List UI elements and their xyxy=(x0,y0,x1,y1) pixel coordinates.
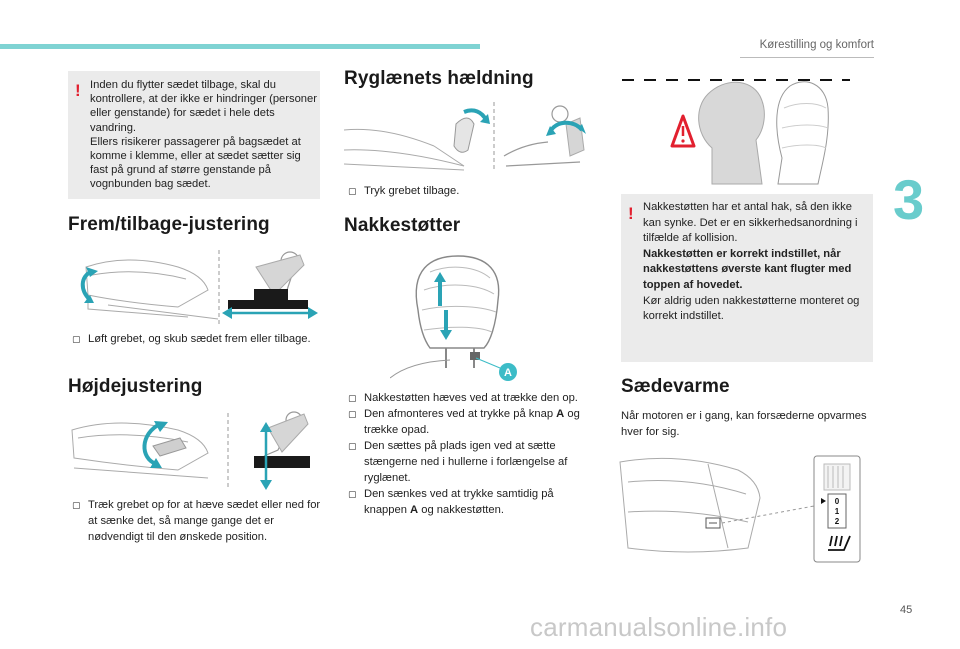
switch-label-1: 1 xyxy=(835,507,840,516)
nakke-bullet-3: ▢Den sættes på plads igen ved at sætte s… xyxy=(348,440,568,484)
headrest-warning-line-2: Nakkestøtten er korrekt indstillet, når … xyxy=(643,247,852,291)
headrest-warning-line-3: Kør aldrig uden nakkestøtterne monteret … xyxy=(643,294,860,323)
head-position-illustration xyxy=(622,68,872,186)
nakke-bullet-1: ▢Nakkestøtten hæves ved at trække den op… xyxy=(348,392,578,404)
bullet-icon: ▢ xyxy=(72,500,81,510)
switch-label-0: 0 xyxy=(835,497,840,506)
bullet-icon: ▢ xyxy=(72,334,81,344)
warning-icon: ! xyxy=(75,81,81,100)
hojde-bullet: ▢Træk grebet op for at hæve sædet eller … xyxy=(72,499,321,543)
page-number: 45 xyxy=(900,604,913,616)
hojde-illustration xyxy=(68,408,320,490)
warning-box-seat: ! Inden du flytter sædet tilbage, skal d… xyxy=(68,71,320,199)
hojde-title: Højdejustering xyxy=(68,376,203,397)
watermark-text: carmanualsonline.info xyxy=(530,612,788,642)
bullet-icon: ▢ xyxy=(348,489,357,499)
frem-illustration xyxy=(68,245,320,327)
bullet-icon: ▢ xyxy=(348,441,357,451)
nakke-bullets: ▢Nakkestøtten hæves ved at trække den op… xyxy=(348,390,598,518)
saede-text: Når motoren er i gang, kan forsæderne op… xyxy=(621,410,867,438)
header-accent-bar xyxy=(0,44,480,49)
ryg-bullet: ▢Tryk grebet tilbage. xyxy=(348,185,460,197)
headrest-warning-text: Nakkestøtten har et antal hak, så den ik… xyxy=(643,200,871,325)
bullet-icon: ▢ xyxy=(348,409,357,419)
nakke-bullet-2: ▢Den afmonteres ved at trykke på knap A … xyxy=(348,408,580,436)
warning-line-1: Inden du flytter sædet tilbage, skal du … xyxy=(90,79,317,134)
frem-bullet: ▢Løft grebet, og skub sædet frem eller t… xyxy=(72,333,311,345)
chapter-rule xyxy=(740,57,874,58)
chapter-title: Kørestilling og komfort xyxy=(759,39,874,51)
bullet-icon: ▢ xyxy=(348,393,357,403)
ryg-title: Ryglænets hældning xyxy=(344,68,534,89)
switch-label-2: 2 xyxy=(835,517,840,526)
chapter-number: 3 xyxy=(893,168,925,231)
warning-box-headrest: ! Nakkestøtten har et antal hak, så den … xyxy=(621,194,873,362)
seat-heater-icon xyxy=(828,535,851,551)
saede-title: Sædevarme xyxy=(621,376,730,397)
nakke-title: Nakkestøtter xyxy=(344,215,461,236)
nakke-bullet-4: ▢Den sænkes ved at trykke samtidig på kn… xyxy=(348,488,554,516)
warning-line-2: Ellers risikerer passagerer på bagsædet … xyxy=(90,135,301,191)
ryg-illustration xyxy=(344,100,596,176)
callout-a-label: A xyxy=(504,367,512,379)
warning-icon: ! xyxy=(628,204,634,223)
seat-heating-illustration: 0 1 2 xyxy=(618,452,870,568)
bullet-icon: ▢ xyxy=(348,186,357,196)
headrest-illustration: A xyxy=(390,250,530,382)
frem-title: Frem/tilbage-justering xyxy=(68,214,270,235)
headrest-warning-line-1: Nakkestøtten har et antal hak, så den ik… xyxy=(643,201,858,245)
warning-text: Inden du flytter sædet tilbage, skal du … xyxy=(90,78,318,192)
